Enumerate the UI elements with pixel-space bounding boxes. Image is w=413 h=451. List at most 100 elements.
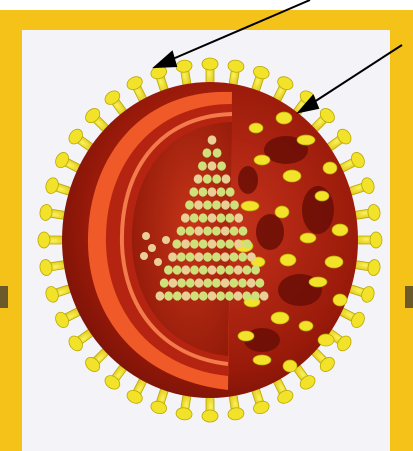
envelope-stud <box>238 331 254 341</box>
capsid-bead <box>164 291 173 300</box>
capsid-bead <box>217 161 226 170</box>
envelope-stud <box>276 112 292 124</box>
capsid-bead <box>199 239 208 248</box>
capsid-bead <box>247 252 256 261</box>
capsid-bead <box>208 161 217 170</box>
capsid-bead <box>222 174 231 183</box>
capsid-bead <box>199 213 208 222</box>
envelope-stud <box>315 191 329 201</box>
capsid-bead <box>186 278 195 287</box>
capsid-bead <box>251 291 260 300</box>
capsid-bead <box>226 187 235 196</box>
capsid-bead <box>177 226 186 235</box>
capsid-bead <box>221 200 230 209</box>
capsid-fragment <box>140 252 148 260</box>
capsid-bead <box>203 226 212 235</box>
capsid-bead <box>190 291 199 300</box>
capsid-bead <box>194 174 203 183</box>
capsid-bead <box>182 291 191 300</box>
capsid-bead <box>216 239 225 248</box>
capsid-bead <box>229 278 238 287</box>
capsid-bead <box>186 252 195 261</box>
capsid-bead <box>208 265 217 274</box>
capsid-bead <box>173 265 182 274</box>
envelope-stud <box>241 201 259 211</box>
capsid-bead <box>181 265 190 274</box>
capsid-bead <box>221 278 230 287</box>
envelope-stud <box>280 254 296 266</box>
capsid-bead <box>208 187 217 196</box>
envelope-stud <box>283 360 297 372</box>
capsid-bead <box>160 278 169 287</box>
capsid-bead <box>216 291 225 300</box>
capsid-bead <box>242 291 251 300</box>
capsid-bead <box>168 252 177 261</box>
envelope-stud <box>283 170 301 182</box>
capsid-bead <box>212 200 221 209</box>
capsid-bead <box>247 278 256 287</box>
capsid-fragment <box>162 236 170 244</box>
envelope-stud <box>253 355 271 365</box>
capsid-bead <box>239 226 248 235</box>
capsid-bead <box>203 174 212 183</box>
capsid-fragment <box>142 232 150 240</box>
capsid-bead <box>203 200 212 209</box>
envelope-stud <box>325 256 343 268</box>
envelope-stud <box>271 312 289 324</box>
capsid-bead <box>195 278 204 287</box>
capsid-bead <box>177 278 186 287</box>
capsid-bead <box>199 291 208 300</box>
capsid-bead <box>238 278 247 287</box>
capsid-bead <box>234 265 243 274</box>
capsid-bead <box>190 265 199 274</box>
capsid-bead <box>216 265 225 274</box>
capsid-bead <box>189 187 198 196</box>
capsid-bead <box>243 265 252 274</box>
capsid-bead <box>181 239 190 248</box>
capsid-bead <box>169 278 178 287</box>
capsid-bead <box>256 278 265 287</box>
capsid-bead <box>234 213 243 222</box>
envelope-stud <box>297 135 315 145</box>
frame-right-notch <box>405 286 413 308</box>
capsid-bead <box>212 252 221 261</box>
envelope-stud <box>318 334 334 346</box>
capsid-bead <box>156 291 165 300</box>
capsid-bead <box>208 291 217 300</box>
capsid-bead <box>212 278 221 287</box>
capsid-bead <box>217 187 226 196</box>
capsid-bead <box>225 239 234 248</box>
capsid-bead <box>195 252 204 261</box>
capsid-bead <box>225 265 234 274</box>
envelope-stud <box>309 277 327 287</box>
envelope-stud <box>299 321 313 331</box>
capsid-bead <box>203 252 212 261</box>
envelope-stud <box>249 123 263 133</box>
capsid-bead <box>217 213 226 222</box>
capsid-bead <box>172 239 181 248</box>
capsid-bead <box>260 291 269 300</box>
envelope-stud <box>332 224 348 236</box>
envelope-stud <box>323 162 337 174</box>
capsid-bead <box>234 239 243 248</box>
capsid-bead <box>173 291 182 300</box>
capsid-bead <box>208 135 217 144</box>
capsid-bead <box>212 174 221 183</box>
capsid-bead <box>185 200 194 209</box>
capsid-bead <box>164 265 173 274</box>
capsid-bead <box>190 239 199 248</box>
capsid-bead <box>194 200 203 209</box>
frame-left-notch <box>0 286 8 308</box>
capsid-bead <box>203 278 212 287</box>
envelope-stud <box>275 206 289 218</box>
capsid-bead <box>225 213 234 222</box>
capsid-bead <box>186 226 195 235</box>
capsid-bead <box>221 226 230 235</box>
capsid-bead <box>198 161 207 170</box>
envelope-stud <box>333 294 347 306</box>
capsid-bead <box>230 226 239 235</box>
envelope-stud <box>300 233 316 243</box>
capsid-bead <box>208 213 217 222</box>
capsid-bead <box>221 252 230 261</box>
